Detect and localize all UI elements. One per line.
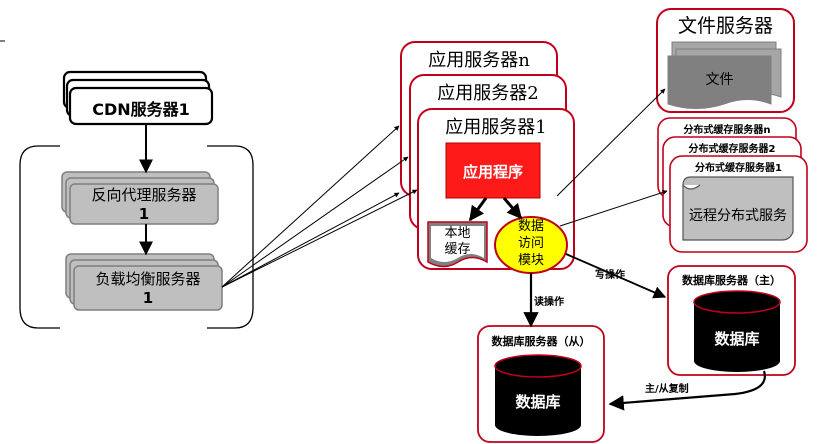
load-balancer-label: 负载均衡服务器 bbox=[95, 270, 201, 288]
write-operation-label: 写操作 bbox=[595, 270, 625, 281]
load-balancer-index: 1 bbox=[142, 289, 154, 307]
file-server-title: 文件服务器 bbox=[677, 15, 773, 37]
app-server-1-label: 应用服务器1 bbox=[445, 117, 547, 138]
cdn-server-stack bbox=[62, 70, 214, 126]
cdn-server-label: CDN服务器1 bbox=[92, 100, 190, 119]
replication-label: 主/从复制 bbox=[645, 384, 689, 395]
db-slave-cylinder bbox=[494, 354, 582, 436]
db-master-label: 数据库 bbox=[714, 330, 760, 348]
local-cache-label-1: 本地 bbox=[444, 226, 471, 241]
app-program-box bbox=[445, 142, 541, 199]
data-access-to-cache-arrow bbox=[559, 190, 668, 227]
data-access-label-2: 访问 bbox=[517, 236, 544, 251]
data-access-label-1: 数据 bbox=[517, 219, 544, 234]
remote-service-shape bbox=[682, 176, 794, 241]
write-operation-arrow bbox=[565, 253, 667, 299]
db-slave-label: 数据库 bbox=[515, 393, 561, 411]
app-to-file-server-arrow bbox=[556, 88, 666, 197]
read-operation-label: 读操作 bbox=[534, 297, 564, 308]
lb-to-app-arrows bbox=[221, 125, 418, 288]
program-to-data-access-arrow bbox=[502, 197, 523, 220]
app-program-label: 应用程序 bbox=[462, 163, 523, 181]
file-document-stack bbox=[667, 41, 782, 109]
left-group-bracket bbox=[19, 145, 254, 329]
data-access-label-3: 模块 bbox=[517, 253, 544, 268]
db-master-cylinder bbox=[693, 290, 781, 372]
reverse-proxy-label: 反向代理服务器 bbox=[91, 186, 197, 204]
reverse-proxy-index: 1 bbox=[138, 205, 150, 223]
remote-service-label: 远程分布式服务 bbox=[689, 208, 787, 224]
file-doc-label: 文件 bbox=[705, 72, 734, 88]
db-slave-title: 数据库服务器（从） bbox=[491, 335, 591, 348]
load-balancer-stack bbox=[65, 253, 223, 311]
reverse-proxy-stack bbox=[61, 171, 219, 225]
program-to-cache-arrow bbox=[468, 197, 488, 222]
replication-arrow bbox=[608, 370, 766, 411]
cache-server-1-label: 分布式缓存服务器1 bbox=[695, 163, 782, 174]
local-cache-label-2: 缓存 bbox=[444, 242, 471, 257]
db-master-title: 数据库服务器（主） bbox=[682, 274, 781, 287]
cache-server-2-label: 分布式缓存服务器2 bbox=[688, 144, 776, 155]
app-server-n-label: 应用服务器n bbox=[428, 50, 530, 71]
cache-server-n-label: 分布式缓存服务器n bbox=[683, 125, 771, 136]
app-server-2-label: 应用服务器2 bbox=[437, 83, 539, 104]
